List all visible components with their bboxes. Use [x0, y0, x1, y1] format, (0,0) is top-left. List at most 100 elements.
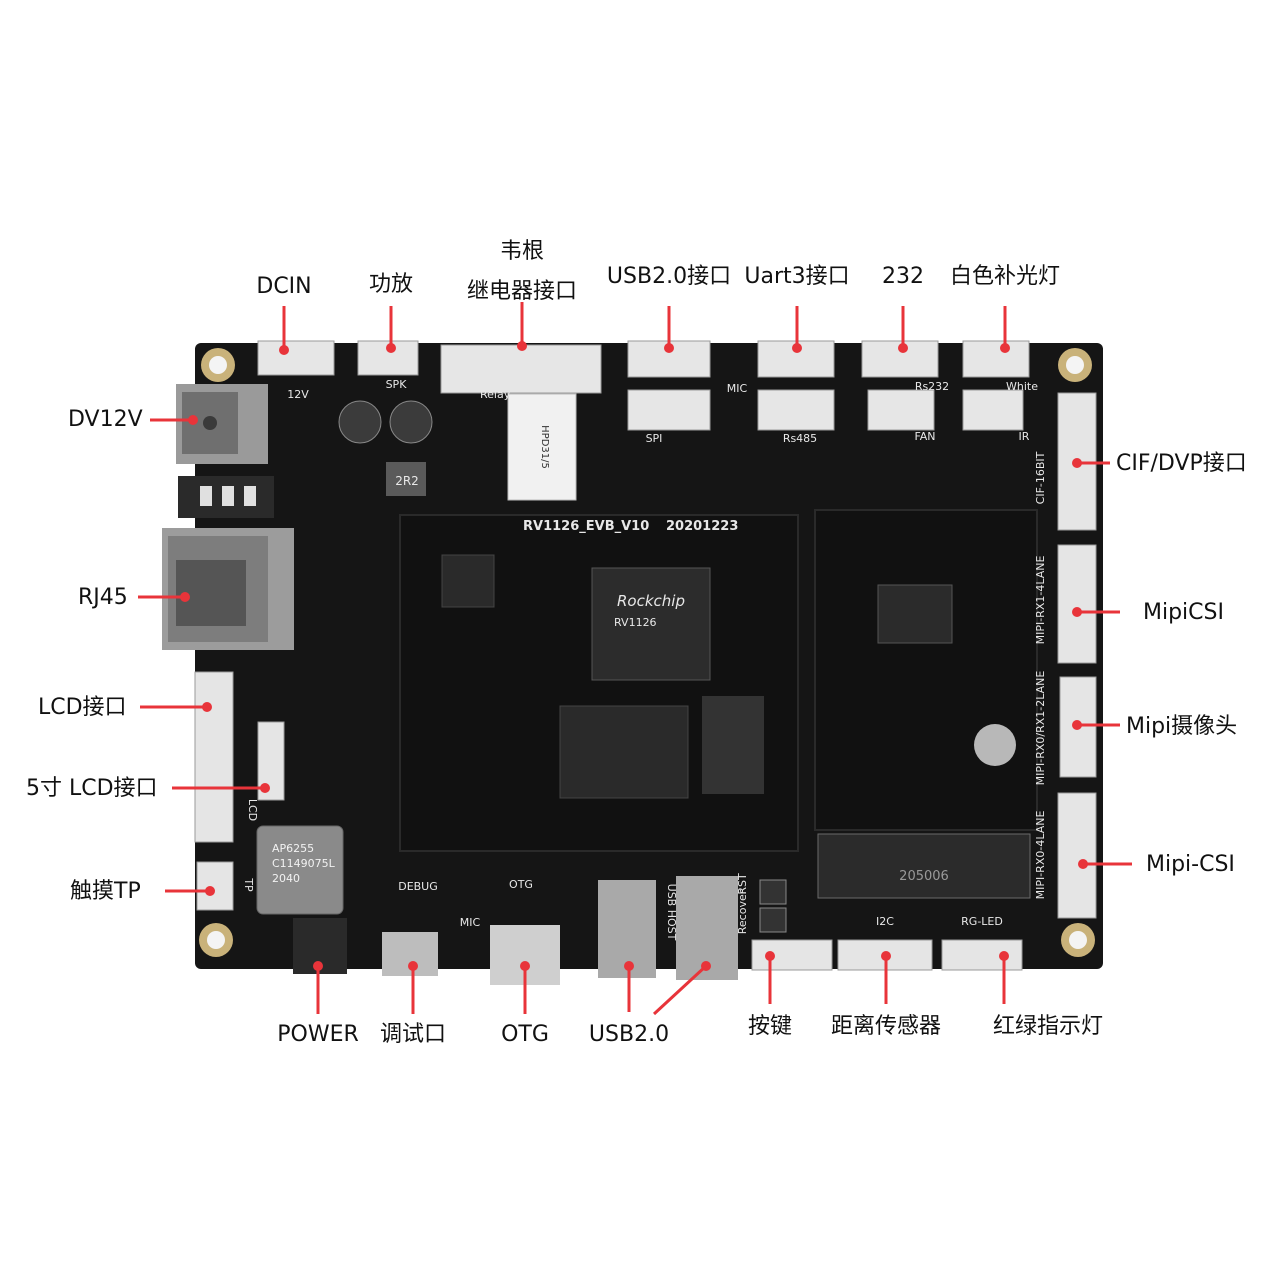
dc-jack	[176, 384, 268, 464]
callout-line-usb20-b	[652, 964, 708, 1016]
label-mipicsi: MipiCSI	[1143, 600, 1224, 625]
label-rg-led: 红绿指示灯	[992, 1014, 1104, 1039]
silk-mic-bottom: MIC	[460, 916, 481, 929]
label-usb20-port: USB2.0接口	[606, 264, 732, 289]
callout-dot-cif-dvp	[1072, 458, 1082, 468]
label-uart3: Uart3接口	[744, 264, 850, 289]
label-button: 按键	[747, 1014, 793, 1039]
callout-dot-mipicsi	[1072, 607, 1082, 617]
camera-chip	[877, 584, 953, 644]
callout-dot-white-light	[1000, 343, 1010, 353]
callout-dot-distance	[881, 951, 891, 961]
silk-mipi-rx1-4: MIPI-RX1-4LANE	[1034, 556, 1047, 645]
silk-ir: IR	[1019, 430, 1030, 443]
label-touch-tp: 触摸TP	[70, 879, 141, 904]
callout-dot-rj45	[180, 592, 190, 602]
silk-debug: DEBUG	[398, 880, 438, 893]
callout-dot-dv12v	[188, 415, 198, 425]
ram-chip	[559, 705, 689, 799]
silk-relay: Relay	[480, 388, 511, 401]
callout-dot-uart3	[792, 343, 802, 353]
label-lcd: LCD接口	[38, 695, 127, 720]
label-usb20: USB2.0	[588, 1022, 670, 1047]
label-amp: 功放	[368, 272, 414, 297]
label-distance: 距离传感器	[830, 1014, 942, 1039]
silk-usb-host: USB HOST	[665, 884, 678, 941]
silk-spi: SPI	[646, 432, 663, 445]
callout-dot-lcd	[202, 702, 212, 712]
label-dv12v: DV12V	[68, 407, 143, 432]
silk-tp: TP	[242, 877, 255, 892]
inductor	[386, 462, 426, 496]
label-cif-dvp: CIF/DVP接口	[1116, 451, 1247, 476]
label-mipi-csi: Mipi-CSI	[1146, 852, 1235, 877]
silk-fan: FAN	[914, 430, 935, 443]
label-lcd5: 5寸 LCD接口	[26, 776, 158, 801]
callout-dot-mipi-camera	[1072, 720, 1082, 730]
silk-rst: RST	[736, 873, 749, 895]
callout-dot-dcin	[279, 345, 289, 355]
callout-dot-otg	[520, 961, 530, 971]
soc-brand: Rockchip	[617, 592, 685, 610]
silk-i2c: I2C	[876, 915, 894, 928]
silk-spk: SPK	[386, 378, 408, 391]
callout-dot-button	[765, 951, 775, 961]
label-relay: 韦根 继电器接口	[466, 239, 578, 304]
coin-cell	[974, 724, 1016, 766]
silk-white: White	[1006, 380, 1038, 393]
label-dcin: DCIN	[256, 274, 312, 299]
silk-rg-led: RG-LED	[961, 915, 1003, 928]
label-power: POWER	[277, 1022, 359, 1047]
callout-dot-rg-led	[999, 951, 1009, 961]
callout-dot-usb20-port	[664, 343, 674, 353]
emmc-chip	[702, 696, 764, 794]
silk-mic-top: MIC	[727, 382, 748, 395]
silkscreen-text: 12V SPK Relay MIC SPI Rs485 Rs232 FAN Wh…	[242, 378, 1047, 941]
silk-cif: CIF-16BIT	[1034, 451, 1047, 504]
silk-12v: 12V	[287, 388, 309, 401]
silk-lcd: LCD	[246, 799, 259, 821]
label-232: 232	[882, 264, 924, 289]
soc-chip	[591, 567, 711, 681]
callout-dot-touch-tp	[205, 886, 215, 896]
label-mipi-camera: Mipi摄像头	[1126, 714, 1238, 739]
callout-dot-usb20-a	[624, 961, 634, 971]
wifi-module	[256, 825, 344, 915]
wifi-line-2: C1149075L	[272, 857, 336, 870]
callout-dot-lcd5	[260, 783, 270, 793]
callout-dot-usb20-b	[701, 961, 711, 971]
bottom-connectors	[293, 876, 1023, 985]
callout-lines	[138, 302, 1132, 1016]
label-otg: OTG	[501, 1022, 549, 1047]
callout-dot-rs232	[898, 343, 908, 353]
top-connectors	[257, 340, 1030, 431]
right-fpc-connectors	[1057, 392, 1097, 919]
wifi-line-1: AP6255	[272, 842, 314, 855]
camera-module	[814, 509, 1038, 831]
rj45-jack	[162, 528, 294, 650]
capacitors	[338, 400, 433, 444]
relay-part: HPD31/5	[539, 425, 550, 469]
silk-recover: Recover	[736, 889, 749, 934]
wifi-line-3: 2040	[272, 872, 300, 885]
callout-dot-mipi-csi	[1078, 859, 1088, 869]
silk-rs485: Rs485	[783, 432, 817, 445]
soc-part: RV1126	[614, 616, 657, 629]
callout-dot-power	[313, 961, 323, 971]
silk-model: RV1126_EVB_V10	[523, 519, 649, 534]
m2-slot	[817, 833, 1031, 899]
callout-dot-amp	[386, 343, 396, 353]
silk-otg: OTG	[509, 878, 533, 891]
silk-date: 20201223	[666, 519, 738, 534]
small-chip	[441, 554, 495, 608]
silk-mipi-rx0-4: MIPI-RX0-4LANE	[1034, 811, 1047, 900]
relay	[507, 393, 577, 501]
callout-dot-relay	[517, 341, 527, 351]
silk-rs232: Rs232	[915, 380, 949, 393]
label-debug-port: 调试口	[379, 1022, 447, 1047]
callout-dot-debug-port	[408, 961, 418, 971]
label-rj45: RJ45	[78, 585, 128, 610]
inductor-label: 2R2	[395, 474, 419, 488]
label-white-light: 白色补光灯	[949, 264, 1061, 289]
